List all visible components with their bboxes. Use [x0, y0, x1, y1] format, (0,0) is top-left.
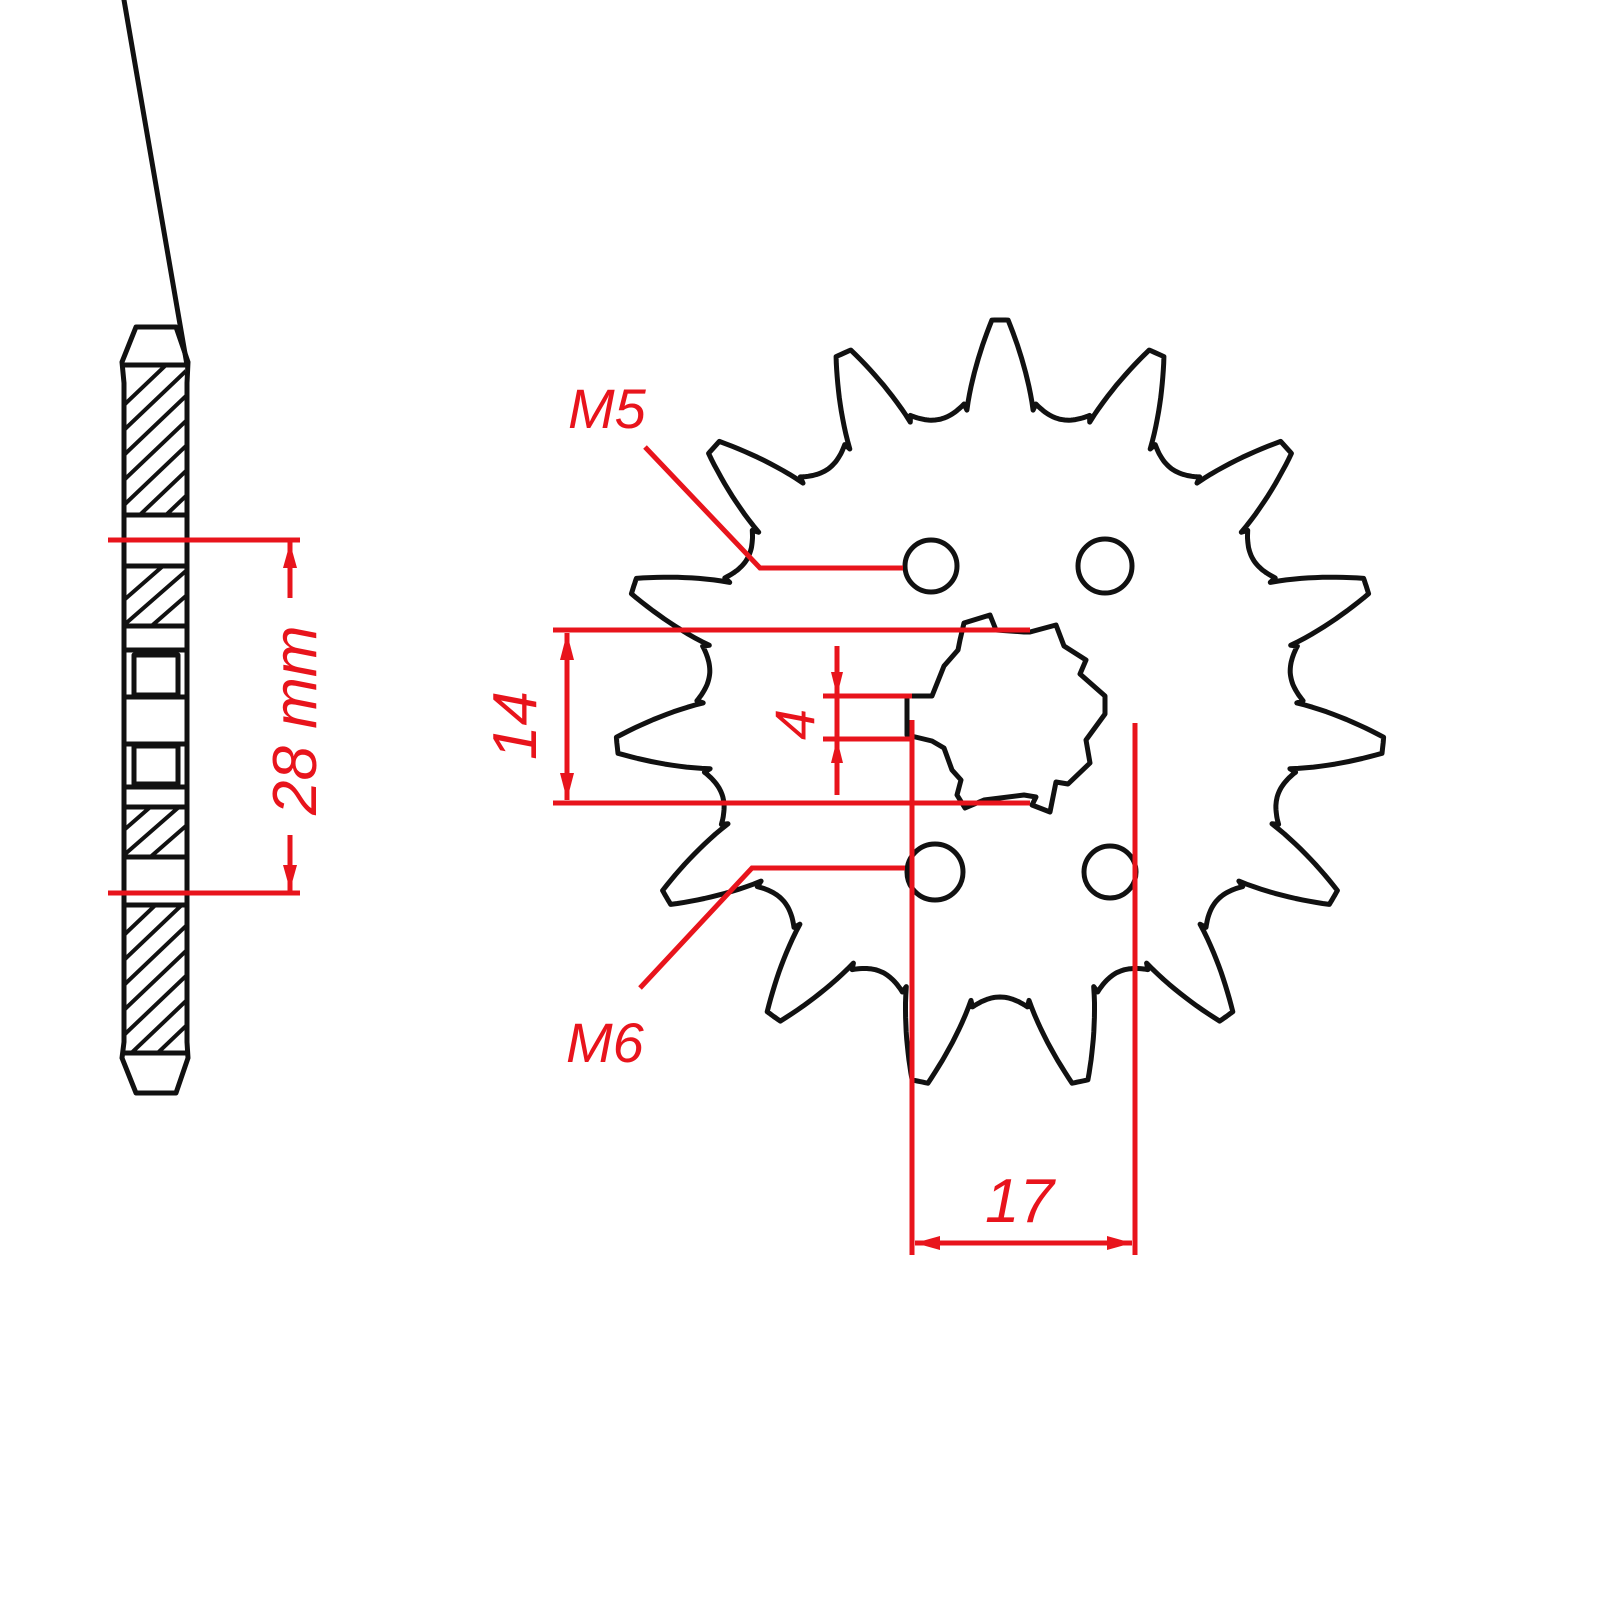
- hatch-region: [126, 367, 185, 513]
- sprocket-front-view: [613, 317, 1387, 1086]
- callout-m5: M5: [568, 377, 903, 571]
- dimension-spline-height: 14: [481, 627, 1030, 806]
- spline-height-label: 14: [481, 691, 550, 760]
- hatch-region: [126, 568, 185, 624]
- key-width-label: 4: [763, 709, 826, 740]
- sprocket-outline: [613, 317, 1387, 1086]
- dimension-bore-width: 17: [909, 720, 1138, 1255]
- callout-m6: M6: [566, 865, 905, 1074]
- bolt-thread-bottom-label: M6: [566, 1011, 645, 1074]
- hatch-region: [126, 809, 185, 855]
- side-view: [119, 0, 191, 1096]
- bolt-hole-bottom-left: [904, 841, 966, 903]
- bolt-hole-bottom-right: [1081, 843, 1139, 901]
- bore-width-label: 17: [985, 1167, 1056, 1236]
- bolt-hole-top-left: [902, 537, 960, 595]
- splined-hub: [904, 612, 1108, 815]
- side-width-label: 28 mm: [261, 626, 330, 816]
- bolt-thread-top-label: M5: [568, 377, 647, 440]
- hatch-region: [126, 907, 185, 1051]
- dimension-side-width: 28 mm: [108, 537, 330, 896]
- dimension-key-width: 4: [763, 646, 912, 795]
- bolt-hole-top-right: [1075, 536, 1135, 596]
